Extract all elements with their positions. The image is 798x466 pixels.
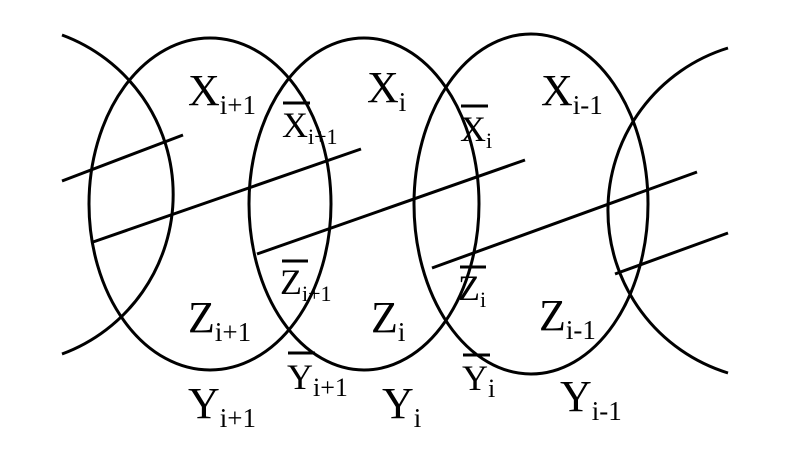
label-y-i-plus-1: Yi+1 (188, 379, 256, 433)
label-x-i-plus-1: Xi+1 (188, 66, 256, 120)
slant-line-3 (256, 158, 526, 256)
label-ybar-i-plus-1-sub: i+1 (313, 373, 348, 402)
label-zbar-i-plus-1: Zi+1 (280, 262, 332, 306)
label-zbar-i-plus-1-sub: i+1 (302, 281, 332, 306)
ellipse-i-plus-1 (87, 36, 333, 372)
label-z-i-sub: i (398, 317, 406, 347)
label-x-i-sub: i (399, 87, 407, 117)
label-y-i-minus-1-base: Y (560, 372, 592, 421)
label-x-i-minus-1: Xi-1 (541, 66, 603, 120)
label-y-i-plus-1-sub: i+1 (220, 403, 256, 433)
label-z-i-minus-1-sub: i-1 (566, 315, 596, 345)
label-x-i-minus-1-base: X (541, 66, 573, 115)
left-partial-circle (61, 33, 175, 356)
label-z-i-plus-1-base: Z (188, 293, 215, 342)
label-zbar-i-sub: i (480, 287, 486, 312)
label-x-i-base: X (367, 63, 399, 112)
label-xbar-i-base: X (460, 109, 486, 149)
label-z-i-minus-1: Zi-1 (539, 291, 596, 345)
label-zbar-i-plus-1-base: Z (280, 262, 302, 302)
label-zbar-i: Zi (458, 268, 486, 312)
label-x-i-plus-1-sub: i+1 (220, 90, 256, 120)
label-ybar-i-base: Y (462, 358, 488, 398)
label-y-i: Yi (382, 379, 421, 433)
label-xbar-i-plus-1-base: X (282, 105, 308, 145)
label-ybar-i: Yi (462, 358, 495, 403)
label-z-i: Zi (371, 293, 405, 347)
label-xbar-i: Xi (460, 109, 492, 153)
label-x-i: Xi (367, 63, 406, 117)
label-ybar-i-plus-1-base: Y (287, 357, 313, 397)
label-z-i-plus-1: Zi+1 (188, 293, 251, 347)
slant-line-2 (92, 147, 362, 244)
label-xbar-i-sub: i (486, 128, 492, 153)
label-y-i-base: Y (382, 379, 414, 428)
label-xbar-i-plus-1: Xi+1 (282, 105, 338, 149)
label-x-i-minus-1-sub: i-1 (573, 90, 603, 120)
label-y-i-minus-1-sub: i-1 (592, 396, 622, 426)
label-z-i-minus-1-base: Z (539, 291, 566, 340)
label-x-i-plus-1-base: X (188, 66, 220, 115)
slant-line-1 (61, 133, 184, 183)
label-y-i-sub: i (414, 403, 422, 433)
label-ybar-i-plus-1: Yi+1 (287, 357, 348, 402)
ellipse-i (247, 36, 481, 372)
slant-line-4 (431, 170, 698, 270)
label-y-i-plus-1-base: Y (188, 379, 220, 428)
label-z-i-base: Z (371, 293, 398, 342)
label-z-i-plus-1-sub: i+1 (215, 317, 251, 347)
slant-line-5 (614, 231, 729, 276)
label-ybar-i-sub: i (488, 374, 495, 403)
ellipse-i-minus-1 (412, 32, 650, 376)
label-y-i-minus-1: Yi-1 (560, 372, 622, 426)
right-partial-circle (606, 46, 729, 375)
label-zbar-i-base: Z (458, 268, 480, 308)
label-xbar-i-plus-1-sub: i+1 (308, 124, 338, 149)
